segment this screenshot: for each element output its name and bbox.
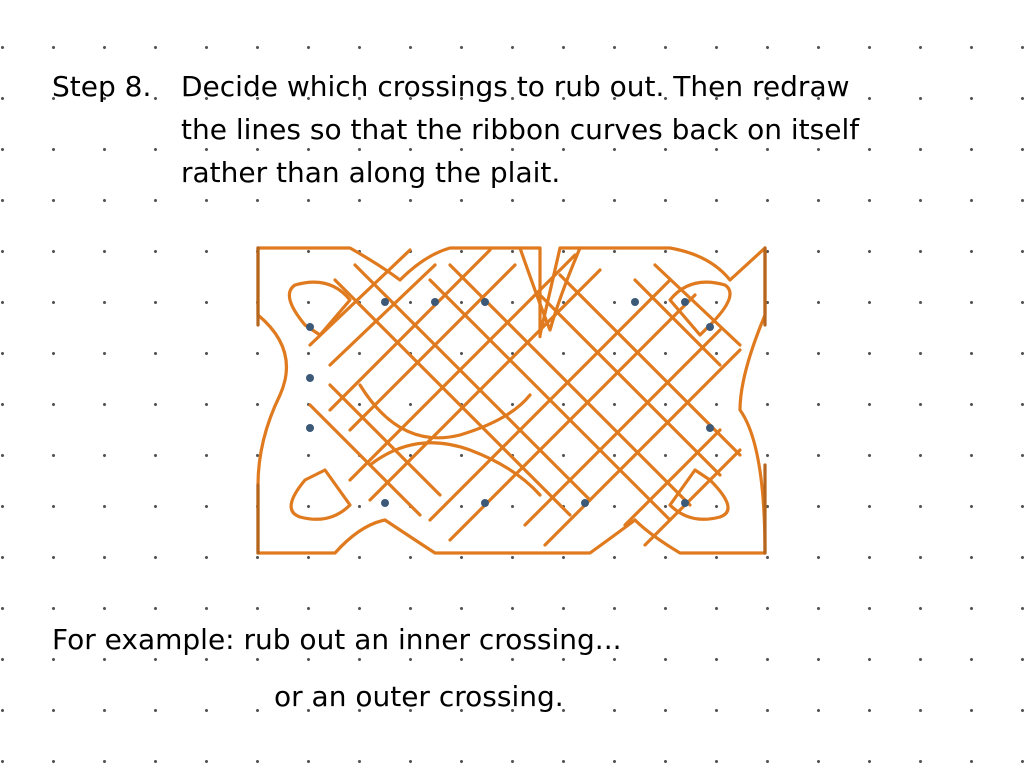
step-label: Step 8. (52, 70, 152, 103)
knot-loop-bottom-left (289, 468, 352, 521)
knot-diagonal-b2 (428, 263, 692, 522)
instruction-line-2: the lines so that the ribbon curves back… (181, 113, 860, 146)
knot-diagonal-b4 (538, 273, 742, 477)
knot-outer-top (256, 246, 767, 555)
crossing-marker (681, 298, 689, 306)
knot-diagonal-a1 (308, 248, 437, 367)
knot-diagonal-b1 (333, 263, 592, 517)
crossing-marker (681, 499, 689, 507)
crossing-marker (581, 499, 589, 507)
knot-diagonal-b5 (633, 263, 742, 367)
knot-centre-curve-bottom (368, 441, 542, 497)
crossing-marker (306, 323, 314, 331)
knot-diagonal-a5 (523, 328, 742, 547)
knot-loop-top-right (668, 280, 732, 337)
knot-outer-left (256, 246, 387, 555)
crossing-marker (306, 424, 314, 432)
knot-loop-top-left (287, 280, 352, 337)
knot-outer-bottom (383, 518, 637, 555)
crossing-marker (706, 323, 714, 331)
crossing-marker (481, 298, 489, 306)
crossing-marker (431, 298, 439, 306)
example-line-2: or an outer crossing. (274, 680, 564, 713)
knot-diagonal-a6 (623, 428, 742, 547)
knot-centre-curve-top (358, 383, 532, 440)
knot-ribbon (256, 246, 767, 555)
crossing-marker (381, 499, 389, 507)
instruction-line-3: rather than along the plait. (181, 156, 561, 189)
crossing-marker (381, 298, 389, 306)
crossing-marker (706, 424, 714, 432)
instruction-line-1: Decide which crossings to rub out. Then … (181, 70, 850, 103)
crossing-marker (481, 499, 489, 507)
celtic-knot-figure (256, 246, 767, 555)
crossing-markers (306, 298, 714, 507)
example-line-1: For example: rub out an inner crossing..… (52, 623, 622, 656)
knot-diagonal-b3 (308, 383, 442, 517)
knot-centre-arch-top (518, 246, 582, 332)
knot-loop-bottom-right (668, 468, 730, 521)
crossing-marker (306, 374, 314, 382)
crossing-marker (631, 298, 639, 306)
step-instruction: Decide which crossings to rub out. Then … (181, 65, 859, 194)
